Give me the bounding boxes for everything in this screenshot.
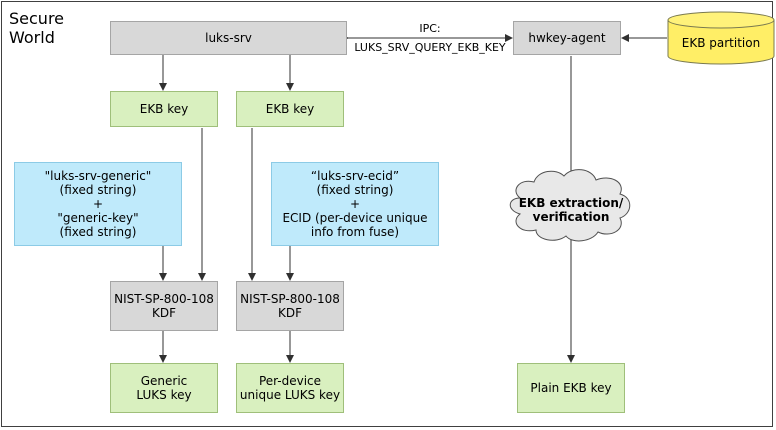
hwkey-agent-box: hwkey-agent: [513, 21, 621, 55]
ekb-key-left-box: EKB key: [110, 91, 218, 127]
plain-ekb-key-box: Plain EKB key: [517, 363, 625, 413]
ekb-extraction-label: EKB extraction/ verification: [518, 196, 624, 224]
secure-world-title: Secure World: [9, 9, 65, 47]
per-device-luks-key-box: Per-device unique LUKS key: [236, 363, 344, 413]
ecid-input-box: “luks-srv-ecid” (fixed string) + ECID (p…: [271, 162, 439, 246]
generic-luks-key-box: Generic LUKS key: [110, 363, 218, 413]
ekb-partition-cylinder: [667, 11, 775, 65]
ipc-label-line2: LUKS_SRV_QUERY_EKB_KEY: [354, 41, 506, 54]
ekb-extraction-cloud: [509, 169, 631, 242]
kdf-right-box: NIST-SP-800-108 KDF: [236, 281, 344, 331]
kdf-left-box: NIST-SP-800-108 KDF: [110, 281, 218, 331]
ekb-key-right-box: EKB key: [236, 91, 344, 127]
generic-input-box: "luks-srv-generic" (fixed string) + "gen…: [14, 162, 182, 246]
ipc-label-line1: IPC:: [419, 22, 441, 35]
luks-srv-box: luks-srv: [110, 21, 347, 55]
ekb-partition-label: EKB partition: [681, 36, 761, 50]
